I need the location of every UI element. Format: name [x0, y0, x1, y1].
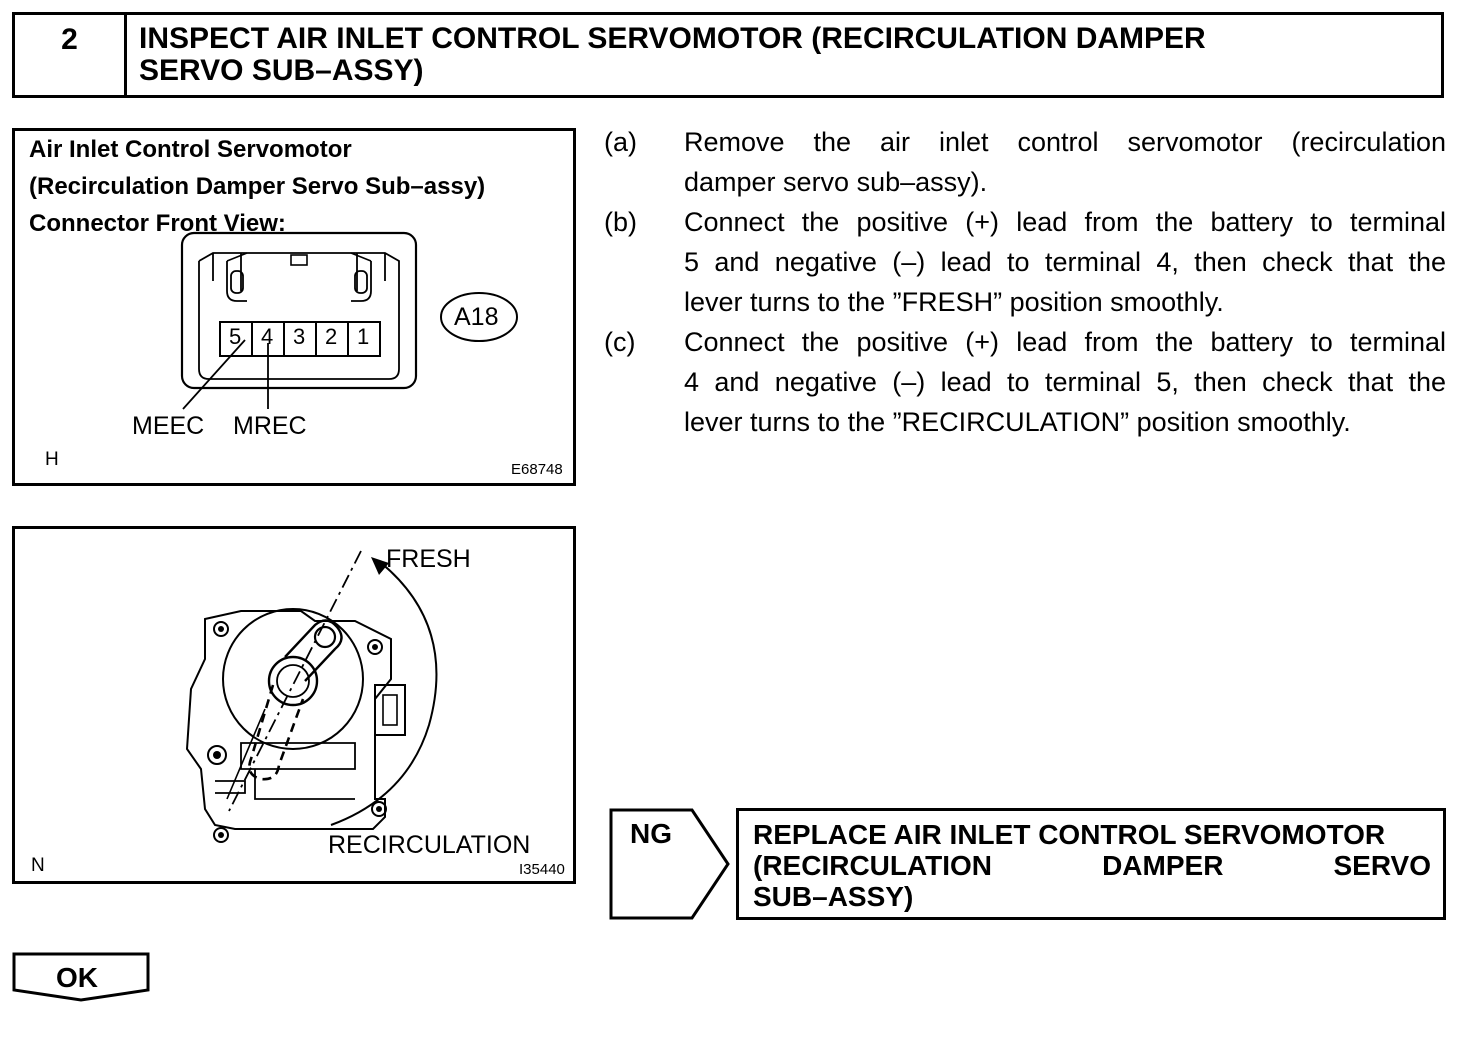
procedure-text: Connect the positive (+) lead from the b… [684, 327, 1446, 437]
connector-outline [180, 231, 418, 390]
ng-label: NG [630, 818, 672, 849]
connector-code: A18 [454, 303, 499, 331]
figure2-corner-letter: N [31, 855, 45, 876]
procedure-text: Remove the air inlet control servomotor … [684, 127, 1446, 197]
servomotor-drawing [185, 550, 438, 843]
terminal-cells [219, 321, 381, 357]
ok-label: OK [56, 962, 98, 993]
terminal-3: 3 [293, 324, 306, 349]
ng-action-box: REPLACE AIR INLET CONTROL SERVOMOTOR (RE… [736, 808, 1446, 920]
lever-recirculation [248, 684, 305, 781]
procedure-item-c: (c) Connect the positive (+) lead from t… [604, 322, 1446, 442]
gear-disc [222, 608, 364, 750]
fresh-label: FRESH [386, 545, 471, 573]
step-number: 2 [15, 15, 127, 95]
caption-line2: (Recirculation Damper Servo Sub–assy) [29, 173, 486, 200]
step-header: 2 INSPECT AIR INLET CONTROL SERVOMOTOR (… [12, 12, 1444, 98]
terminal-5: 5 [229, 324, 242, 349]
mrec-label: MREC [233, 412, 307, 440]
ng-action-line3: SUB–ASSY) [753, 881, 914, 912]
terminal-2: 2 [325, 324, 338, 349]
step-title: INSPECT AIR INLET CONTROL SERVOMOTOR (RE… [127, 15, 1441, 95]
meec-label: MEEC [132, 412, 205, 440]
connector-code-ellipse [440, 292, 518, 342]
procedure-text: Connect the positive (+) lead from the b… [684, 207, 1446, 317]
procedure-item-b: (b) Connect the positive (+) lead from t… [604, 202, 1446, 322]
connector-figure-caption: Air Inlet Control Servomotor (Recirculat… [29, 131, 485, 242]
figure1-corner-letter: H [45, 449, 59, 470]
step-title-line1: INSPECT AIR INLET CONTROL SERVOMOTOR (RE… [139, 22, 1206, 55]
terminal-1: 1 [357, 324, 370, 349]
figure2-code: I35440 [519, 861, 565, 878]
ng-arrow [609, 808, 730, 920]
procedure-item-a: (a) Remove the air inlet control servomo… [604, 122, 1446, 202]
step-title-line2: SERVO SUB–ASSY) [139, 54, 424, 87]
figure1-code: E68748 [511, 461, 563, 478]
procedure-letter: (a) [604, 127, 637, 157]
terminal-4: 4 [261, 324, 274, 349]
lever-fresh [284, 619, 343, 682]
connector-latch [198, 252, 400, 291]
ng-action-line2: (RECIRCULATION DAMPER SERVO [753, 850, 1431, 881]
connector-drawing [180, 231, 518, 410]
ng-action-line1: REPLACE AIR INLET CONTROL SERVOMOTOR [753, 819, 1386, 850]
procedure-list: (a) Remove the air inlet control servomo… [604, 122, 1446, 442]
meec-leader [182, 339, 246, 410]
travel-arc [330, 561, 438, 826]
recirculation-label: RECIRCULATION [328, 831, 531, 859]
lever-axis-line [228, 550, 362, 812]
fresh-arrowhead [371, 557, 389, 575]
side-connector [374, 684, 406, 736]
ok-arrow [12, 952, 150, 1002]
connector-figure: Air Inlet Control Servomotor (Recirculat… [12, 128, 576, 486]
servomotor-figure: FRESH RECIRCULATION N I35440 [12, 526, 576, 884]
caption-line1: Air Inlet Control Servomotor [29, 136, 352, 163]
procedure-letter: (b) [604, 207, 637, 237]
procedure-letter: (c) [604, 327, 636, 357]
